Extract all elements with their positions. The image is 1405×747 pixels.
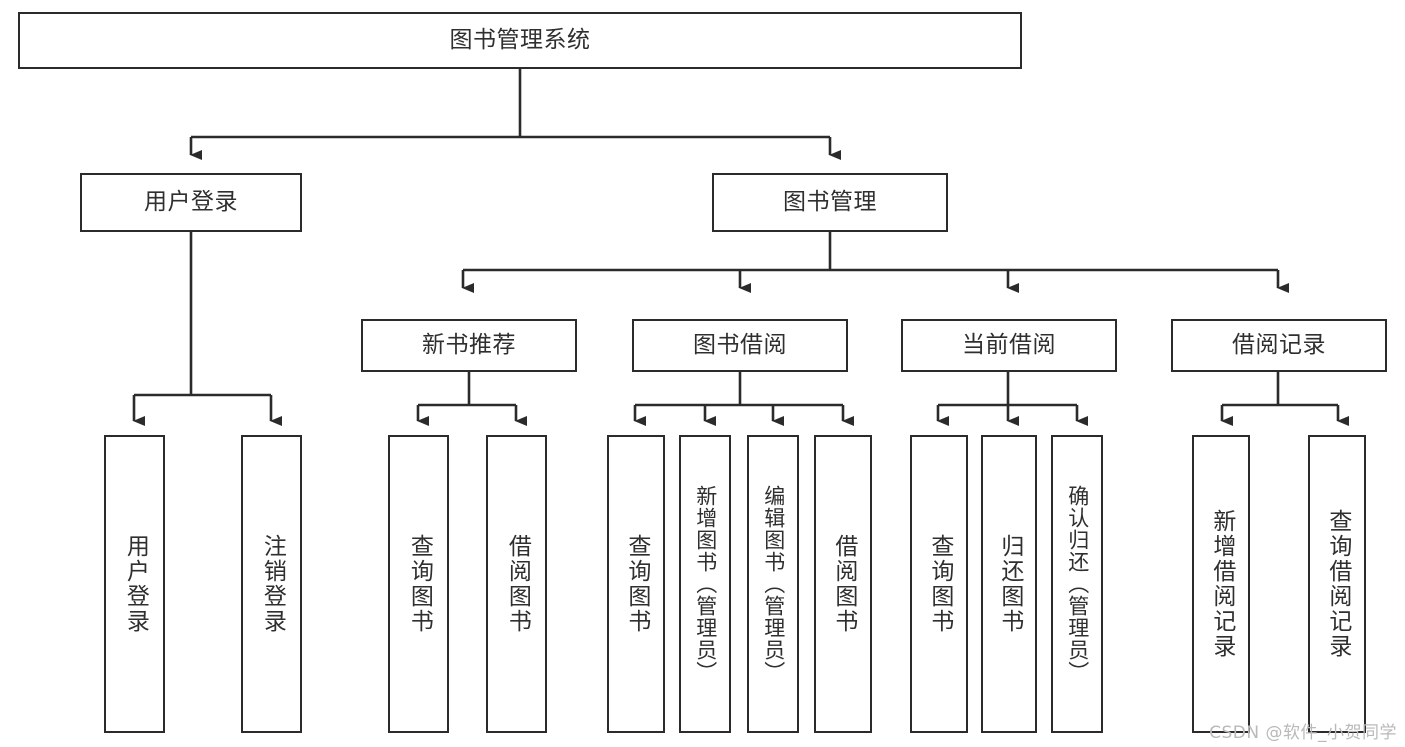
node-leaf-logout-login[interactable]: 注销登录 [241, 435, 302, 733]
node-leaf-query-borrow-record-label: 查询借阅记录 [1324, 509, 1351, 659]
node-leaf-borrow-book-1-label: 借阅图书 [504, 534, 531, 634]
node-leaf-query-book-1-label: 查询图书 [406, 534, 433, 634]
node-leaf-query-borrow-record[interactable]: 查询借阅记录 [1308, 435, 1366, 733]
node-leaf-query-book-3-label: 查询图书 [926, 534, 953, 634]
node-leaf-edit-book-label: 编辑图书（管理员） [761, 485, 786, 683]
node-new-book-recommend[interactable]: 新书推荐 [361, 319, 577, 372]
csdn-watermark: CSDN @软件_小贺同学 [1209, 723, 1397, 743]
node-leaf-edit-book[interactable]: 编辑图书（管理员） [747, 435, 799, 733]
node-leaf-query-book-1[interactable]: 查询图书 [388, 435, 449, 733]
node-root-label: 图书管理系统 [449, 26, 591, 53]
node-leaf-add-borrow-record[interactable]: 新增借阅记录 [1192, 435, 1250, 733]
node-leaf-return-book[interactable]: 归还图书 [981, 435, 1037, 733]
node-current-borrow-label: 当前借阅 [962, 331, 1056, 358]
node-borrow-record[interactable]: 借阅记录 [1171, 319, 1387, 372]
node-leaf-user-login[interactable]: 用户登录 [104, 435, 165, 733]
node-leaf-return-book-label: 归还图书 [996, 534, 1023, 634]
node-leaf-logout-login-label: 注销登录 [259, 534, 286, 634]
node-leaf-add-book[interactable]: 新增图书（管理员） [679, 435, 731, 733]
node-book-manage[interactable]: 图书管理 [712, 173, 948, 232]
node-book-manage-label: 图书管理 [783, 188, 877, 215]
node-leaf-confirm-return[interactable]: 确认归还（管理员） [1051, 435, 1103, 733]
node-leaf-confirm-return-label: 确认归还（管理员） [1065, 485, 1090, 683]
node-leaf-query-book-2-label: 查询图书 [623, 534, 650, 634]
node-leaf-add-borrow-record-label: 新增借阅记录 [1208, 509, 1235, 659]
node-user-login-label: 用户登录 [144, 188, 238, 215]
node-book-borrow-label: 图书借阅 [693, 331, 787, 358]
node-new-book-recommend-label: 新书推荐 [422, 331, 516, 358]
node-current-borrow[interactable]: 当前借阅 [901, 319, 1117, 372]
node-root[interactable]: 图书管理系统 [18, 12, 1022, 69]
node-leaf-query-book-2[interactable]: 查询图书 [607, 435, 665, 733]
node-leaf-borrow-book-2[interactable]: 借阅图书 [814, 435, 872, 733]
node-leaf-user-login-label: 用户登录 [122, 534, 149, 634]
node-leaf-borrow-book-1[interactable]: 借阅图书 [486, 435, 547, 733]
node-user-login[interactable]: 用户登录 [80, 173, 302, 232]
node-leaf-borrow-book-2-label: 借阅图书 [830, 534, 857, 634]
node-borrow-record-label: 借阅记录 [1232, 331, 1326, 358]
node-leaf-query-book-3[interactable]: 查询图书 [910, 435, 968, 733]
node-book-borrow[interactable]: 图书借阅 [632, 319, 848, 372]
node-leaf-add-book-label: 新增图书（管理员） [693, 485, 718, 683]
